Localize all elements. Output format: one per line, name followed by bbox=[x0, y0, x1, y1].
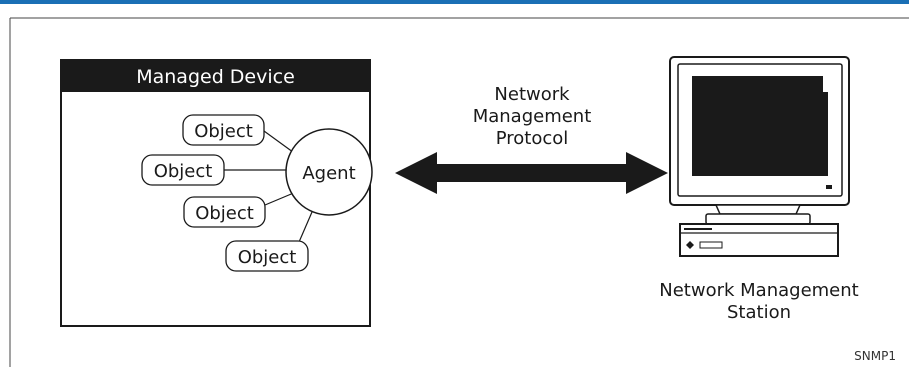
protocol-label-line3: Protocol bbox=[496, 128, 569, 149]
power-button-icon bbox=[686, 241, 694, 249]
station-label-line2: Station bbox=[727, 302, 791, 323]
monitor-screen bbox=[692, 76, 828, 176]
object-label-4: Object bbox=[238, 247, 297, 268]
header-band bbox=[0, 0, 909, 4]
connector-object-3 bbox=[264, 191, 297, 206]
object-node-3 bbox=[183, 196, 266, 228]
figure-id: SNMP1 bbox=[854, 349, 896, 363]
workstation-icon bbox=[669, 56, 850, 257]
object-label-3: Object bbox=[195, 203, 254, 224]
object-node-2 bbox=[141, 154, 225, 186]
object-label-1: Object bbox=[194, 121, 253, 142]
managed-device-header bbox=[61, 60, 370, 92]
protocol-label-line2: Management bbox=[473, 106, 592, 127]
agent-node bbox=[285, 128, 373, 216]
monitor-neck bbox=[714, 204, 802, 215]
protocol-label-line1: Network bbox=[494, 84, 570, 105]
object-label-2: Object bbox=[154, 161, 213, 182]
monitor-base bbox=[705, 213, 811, 225]
double-arrow-icon bbox=[395, 152, 668, 194]
screen-highlight bbox=[823, 76, 828, 92]
station-label-line1: Network Management bbox=[659, 280, 858, 301]
managed-device-title: Managed Device bbox=[136, 66, 295, 88]
disk-drive bbox=[699, 241, 723, 249]
power-led bbox=[826, 185, 832, 189]
object-node-1 bbox=[182, 114, 265, 146]
object-node-4 bbox=[225, 240, 309, 272]
agent-label: Agent bbox=[302, 163, 355, 184]
